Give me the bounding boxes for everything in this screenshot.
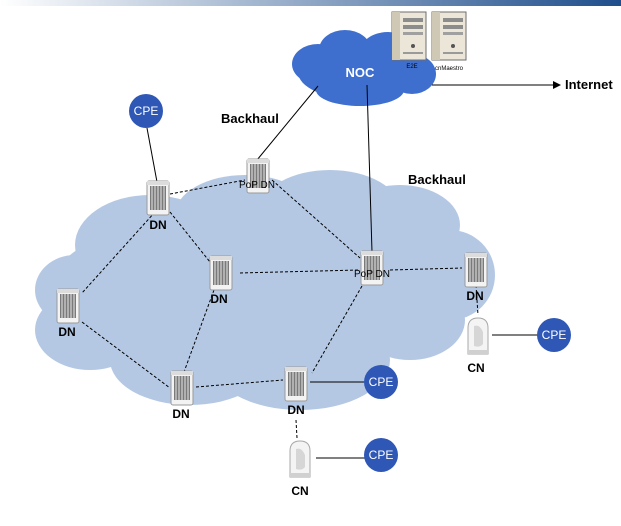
dn-bottom-left-label: DN bbox=[172, 407, 189, 421]
cpe-circle bbox=[364, 365, 398, 399]
cpe-bottom-label: CPE bbox=[369, 448, 394, 462]
cpe-circle bbox=[537, 318, 571, 352]
noc-cloud bbox=[292, 30, 436, 106]
cpe-right-label: CPE bbox=[542, 328, 567, 342]
cn-bottom: CN bbox=[289, 440, 311, 498]
cpe-right: CPE bbox=[537, 318, 571, 352]
dn-far-left-label: DN bbox=[58, 325, 75, 339]
dn-device-icon bbox=[284, 366, 308, 402]
server-tower-icon bbox=[391, 11, 427, 61]
dn-top-left-label: DN bbox=[149, 218, 166, 232]
dn-device-icon bbox=[56, 288, 80, 324]
server-e2e: E2E bbox=[391, 11, 427, 70]
dn-device-icon bbox=[146, 180, 170, 216]
cpe-top-left: CPE bbox=[129, 94, 163, 128]
cpe-bottom: CPE bbox=[364, 438, 398, 472]
internet-label: Internet bbox=[565, 77, 613, 92]
access-links bbox=[146, 127, 538, 459]
cn-right-label: CN bbox=[467, 361, 484, 375]
pop-dn-mid: PoP DN bbox=[354, 250, 390, 286]
dn-device-icon bbox=[170, 370, 194, 406]
dn-center: DN bbox=[209, 255, 233, 306]
dn-far-left: DN bbox=[56, 288, 80, 339]
dn-top-left: DN bbox=[146, 180, 170, 232]
server-e2e-label: E2E bbox=[406, 64, 417, 70]
server-tower-icon bbox=[431, 11, 467, 61]
pop-dn-top-label: PoP DN bbox=[239, 180, 275, 191]
dn-device-icon bbox=[464, 252, 488, 288]
server-cnmaestro-label: cnMaestro bbox=[435, 66, 464, 72]
dn-device-icon bbox=[209, 255, 233, 291]
cpe-bottom-center: CPE bbox=[364, 365, 398, 399]
pop-dn-mid-label: PoP DN bbox=[354, 269, 390, 280]
cpe-top-left-label: CPE bbox=[134, 104, 159, 118]
header-bar bbox=[0, 0, 621, 6]
cn-device-icon bbox=[467, 317, 489, 355]
dn-bottom-left: DN bbox=[170, 370, 194, 421]
backhaul-label-right: Backhaul bbox=[408, 172, 466, 187]
noc-label: NOC bbox=[346, 65, 376, 80]
cpe-circle bbox=[129, 94, 163, 128]
dn-right: DN bbox=[464, 252, 488, 303]
network-cloud bbox=[35, 170, 495, 410]
dn-bottom-center: DN bbox=[284, 366, 308, 417]
dn-bottom-center-label: DN bbox=[287, 403, 304, 417]
cpe-bottom-center-label: CPE bbox=[369, 375, 394, 389]
cn-right: CN bbox=[467, 317, 489, 375]
dn-center-label: DN bbox=[210, 292, 227, 306]
cn-bottom-label: CN bbox=[291, 484, 308, 498]
pop-dn-top: PoP DN bbox=[239, 158, 275, 194]
backhaul-label-left: Backhaul bbox=[221, 111, 279, 126]
cn-device-icon bbox=[289, 440, 311, 478]
dn-right-label: DN bbox=[466, 289, 483, 303]
mesh-links bbox=[81, 179, 479, 439]
cpe-circle bbox=[364, 438, 398, 472]
server-cnmaestro: cnMaestro bbox=[431, 11, 467, 72]
backhaul-links bbox=[256, 84, 373, 253]
